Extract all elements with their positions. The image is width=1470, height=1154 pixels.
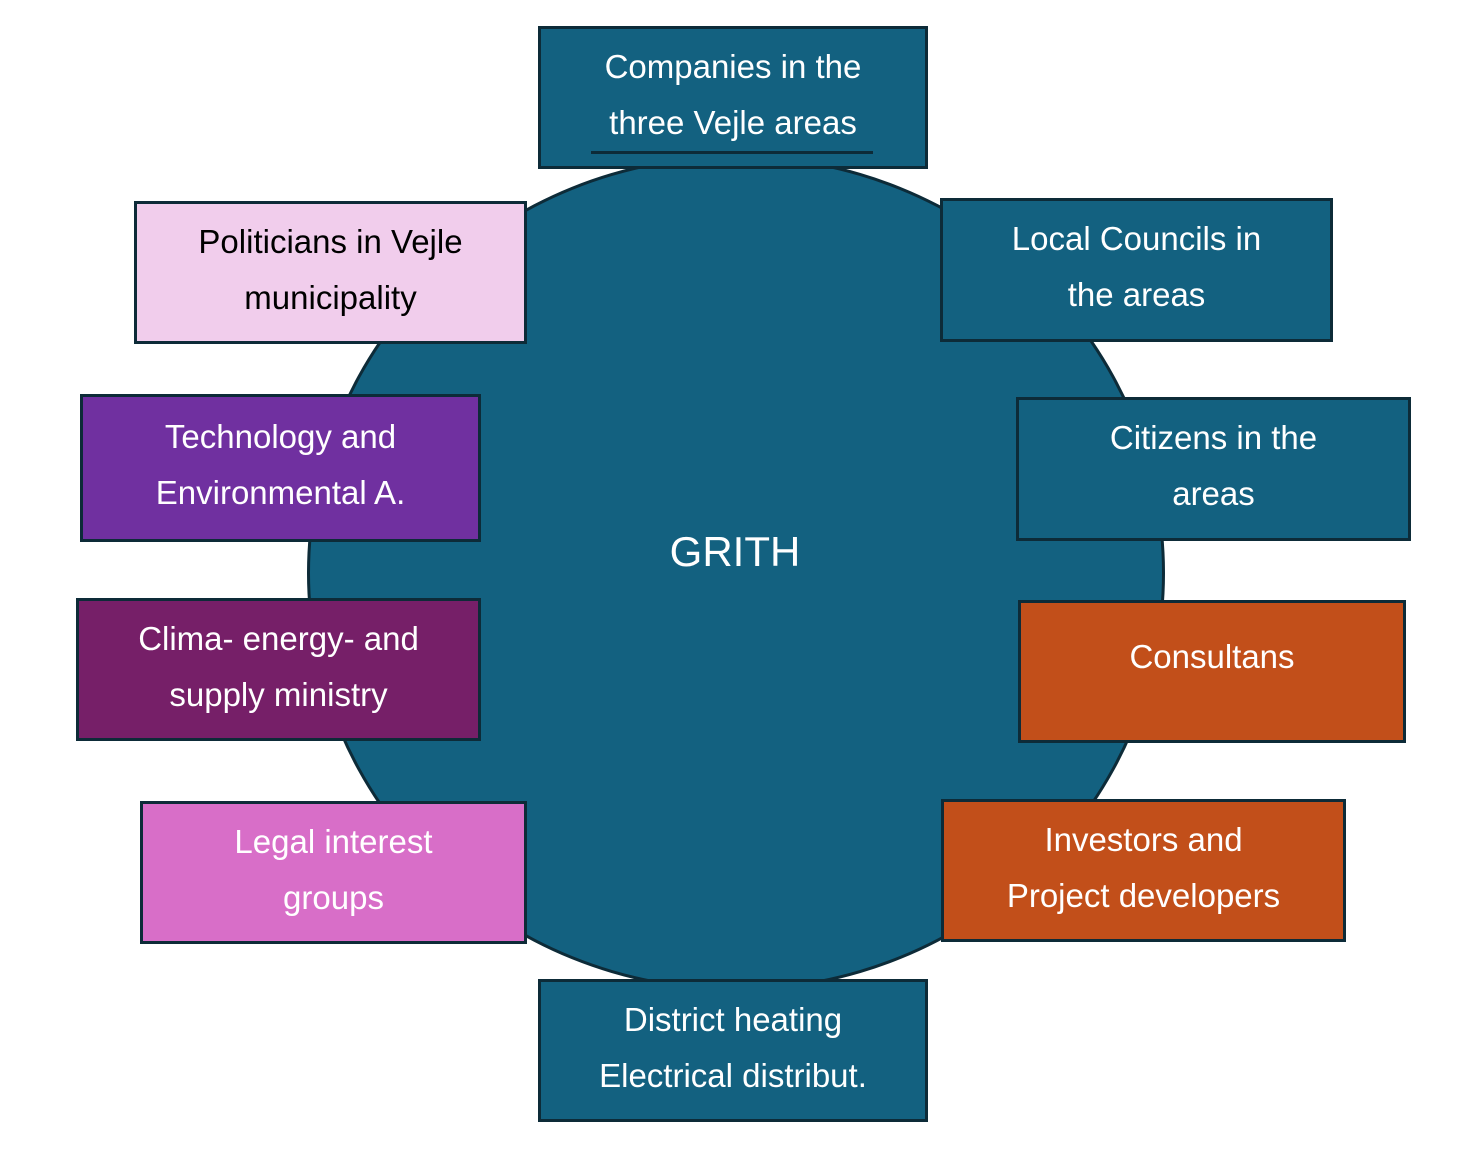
box-line: municipality xyxy=(244,278,417,316)
box-line: Electrical distribut. xyxy=(599,1056,867,1094)
box-line: Legal interest xyxy=(234,822,433,860)
stakeholder-companies: Companies in the three Vejle areas xyxy=(538,26,928,169)
box-line: Consultans xyxy=(1129,637,1295,675)
box-line: Project developers xyxy=(1006,876,1281,914)
box-line: Investors and xyxy=(1044,820,1243,858)
box-line: areas xyxy=(1172,475,1255,512)
stakeholder-local-councils: Local Councils in the areas xyxy=(940,198,1333,342)
stakeholder-investors: Investors and Project developers xyxy=(941,799,1346,942)
box-line: supply ministry xyxy=(169,675,388,713)
box-line: three Vejle areas xyxy=(609,103,857,141)
stakeholder-citizens: Citizens in the areas xyxy=(1016,397,1411,541)
stakeholder-district-heating: District heating Electrical distribut. xyxy=(538,979,928,1122)
stakeholder-consultants: Consultans xyxy=(1018,600,1406,743)
box-line: Citizens in the xyxy=(1109,419,1318,456)
box-line: Local Councils in xyxy=(1011,220,1262,257)
stakeholder-ministry: Clima- energy- and supply ministry xyxy=(76,598,481,741)
box-line: Clima- energy- and xyxy=(138,619,419,657)
stakeholder-politicians: Politicians in Vejle municipality xyxy=(134,201,527,344)
box-line: Technology and xyxy=(164,418,397,455)
box-line: the areas xyxy=(1067,276,1206,313)
hub-label: GRITH xyxy=(669,528,801,575)
box-line: District heating xyxy=(623,1000,843,1038)
box-line: groups xyxy=(283,878,384,916)
stakeholder-technology-environmental: Technology and Environmental A. xyxy=(80,394,481,542)
stakeholder-legal-interest-groups: Legal interest groups xyxy=(140,801,527,944)
box-line: Politicians in Vejle xyxy=(198,222,463,260)
box-line: Companies in the xyxy=(604,47,862,85)
underline-decoration xyxy=(591,151,873,154)
box-line: Environmental A. xyxy=(155,474,406,511)
